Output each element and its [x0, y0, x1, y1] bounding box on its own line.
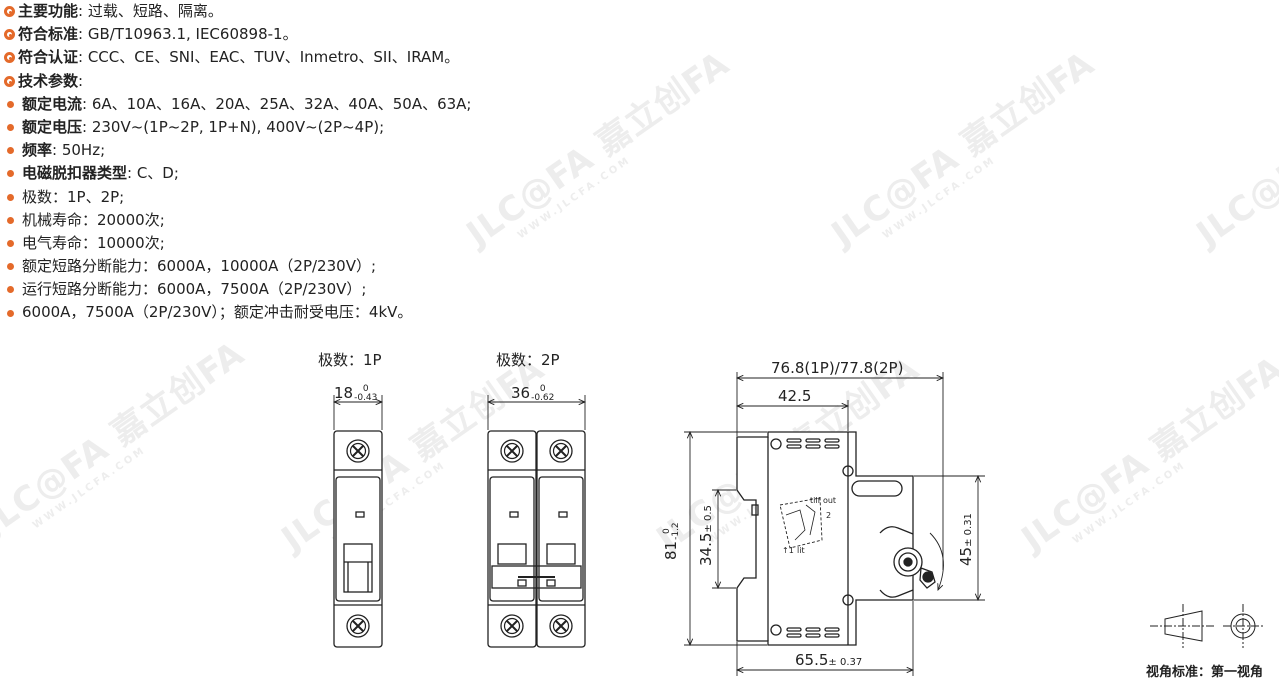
spec-item: 极数：1P、2P;	[4, 186, 471, 209]
tilf-label: tilf out	[810, 496, 836, 505]
dim-1p-width	[334, 395, 382, 430]
spec-item: 主要功能: 过载、短路、隔离。	[4, 0, 471, 23]
dim-bottom: 65.5± 0.37	[795, 651, 862, 669]
spec-item: 额定电流: 6A、10A、16A、20A、25A、32A、40A、50A、63A…	[4, 93, 471, 116]
pole-2p-title: 极数：2P	[496, 351, 560, 369]
spec-item: 额定电压: 230V~(1P~2P, 1P+N), 400V~(2P~4P);	[4, 116, 471, 139]
dim-2p-width	[488, 395, 585, 430]
spec-value: 机械寿命：20000次;	[22, 210, 165, 229]
screw-icon	[549, 614, 573, 638]
spec-value: : 230V~(1P~2P, 1P+N), 400V~(2P~4P);	[82, 117, 385, 136]
dim-value: 45	[957, 546, 975, 566]
screw-icon	[346, 614, 370, 638]
dim-tol-upper: 0	[362, 383, 369, 394]
spec-value: 运行短路分断能力：6000A，7500A（2P/230V）;	[22, 280, 367, 299]
spec-value: : 过载、短路、隔离。	[78, 2, 223, 20]
spec-label: 符合认证	[18, 48, 79, 67]
spec-label: 主要功能	[18, 2, 79, 20]
ring-bullet-icon	[4, 75, 15, 87]
dot-bullet-icon	[7, 309, 14, 317]
spec-item: 符合认证: CCC、CE、SNI、EAC、TUV、Inmetro、SII、IRA…	[4, 46, 471, 69]
small-label: lit	[797, 546, 805, 555]
spec-label: 符合标准	[18, 25, 79, 44]
breaker-1p-front	[333, 430, 383, 648]
spec-item: 电气寿命：10000次;	[4, 232, 471, 255]
dot-bullet-icon	[7, 193, 14, 201]
dot-bullet-icon	[7, 286, 14, 294]
spec-value: : 6A、10A、16A、20A、25A、32A、40A、50A、63A;	[82, 94, 472, 113]
dim-front-height: 45± 0.31	[957, 513, 975, 566]
screw-icon	[549, 439, 573, 463]
dim-value: 81	[662, 540, 680, 560]
spec-value: :	[78, 71, 84, 90]
small-label: 2	[826, 511, 831, 520]
spec-value: : 50Hz;	[52, 141, 106, 160]
breaker-2p-front	[487, 430, 586, 648]
side-dimensions	[684, 372, 985, 676]
spec-label: 频率	[22, 141, 53, 160]
dim-tol: ± 0.31	[963, 513, 974, 547]
spec-item: 技术参数:	[4, 70, 471, 93]
spec-item: 机械寿命：20000次;	[4, 209, 471, 232]
spec-label: 技术参数	[18, 71, 79, 90]
dim-1p-value: 18 0-0.43	[334, 384, 377, 403]
spec-label: 额定电流	[22, 94, 83, 113]
dim-tol: ± 0.37	[828, 657, 863, 668]
dot-bullet-icon	[7, 239, 14, 247]
screw-icon	[500, 614, 524, 638]
spec-value: 电气寿命：10000次;	[22, 233, 165, 252]
dim-tol: ± 0.5	[703, 505, 714, 533]
screw-icon	[500, 439, 524, 463]
small-label: ↑1	[782, 546, 794, 555]
spec-value: 额定短路分断能力：6000A，10000A（2P/230V）;	[22, 257, 377, 276]
dim-overall-depth: 76.8(1P)/77.8(2P)	[771, 359, 904, 377]
dot-bullet-icon	[7, 263, 14, 271]
spec-value: 6000A，7500A（2P/230V）；额定冲击耐受电压：4kV。	[22, 303, 413, 322]
dim-value: 34.5	[697, 532, 715, 566]
spec-item: 符合标准: GB/T10963.1, IEC60898-1。	[4, 23, 471, 46]
spec-label: 电磁脱扣器类型	[22, 164, 128, 183]
dim-value: 36	[511, 384, 531, 402]
ring-bullet-icon	[4, 29, 15, 41]
dot-bullet-icon	[7, 147, 14, 155]
dim-depth-front: 42.5	[778, 387, 812, 405]
spec-item: 6000A，7500A（2P/230V）；额定冲击耐受电压：4kV。	[4, 301, 471, 324]
spec-item: 电磁脱扣器类型: C、D;	[4, 162, 471, 185]
dim-tol-lower: -1.2	[670, 522, 681, 540]
screw-icon	[346, 439, 370, 463]
projection-caption: 视角标准：第一视角	[1146, 665, 1264, 680]
spec-label: 额定电压	[22, 117, 83, 136]
dim-tol-lower: -0.43	[354, 392, 378, 403]
dim-value: 18	[334, 384, 354, 402]
spec-list: 主要功能: 过载、短路、隔离。符合标准: GB/T10963.1, IEC608…	[4, 0, 471, 325]
spec-item: 运行短路分断能力：6000A，7500A（2P/230V）;	[4, 278, 471, 301]
dim-2p-value: 36 0-0.62	[511, 384, 554, 403]
dot-bullet-icon	[7, 216, 14, 224]
spec-value: : C、D;	[127, 164, 179, 183]
dim-tol-upper: 0	[539, 383, 546, 394]
spec-value: : CCC、CE、SNI、EAC、TUV、Inmetro、SII、IRAM。	[78, 48, 460, 67]
breaker-side-view	[736, 431, 944, 646]
dim-rail: 34.5± 0.5	[697, 505, 715, 566]
dim-tol-lower: -0.62	[531, 392, 555, 403]
first-angle-projection-icon	[1150, 604, 1263, 648]
ring-bullet-icon	[4, 52, 15, 64]
spec-value: 极数：1P、2P;	[22, 187, 125, 206]
dot-bullet-icon	[7, 170, 14, 178]
spec-item: 频率: 50Hz;	[4, 139, 471, 162]
pole-1p-title: 极数：1P	[318, 351, 382, 369]
spec-value: : GB/T10963.1, IEC60898-1。	[78, 25, 298, 44]
ring-bullet-icon	[4, 6, 15, 18]
dot-bullet-icon	[7, 124, 14, 132]
spec-item: 额定短路分断能力：6000A，10000A（2P/230V）;	[4, 255, 471, 278]
dot-bullet-icon	[7, 100, 14, 108]
dim-value: 65.5	[795, 651, 829, 669]
